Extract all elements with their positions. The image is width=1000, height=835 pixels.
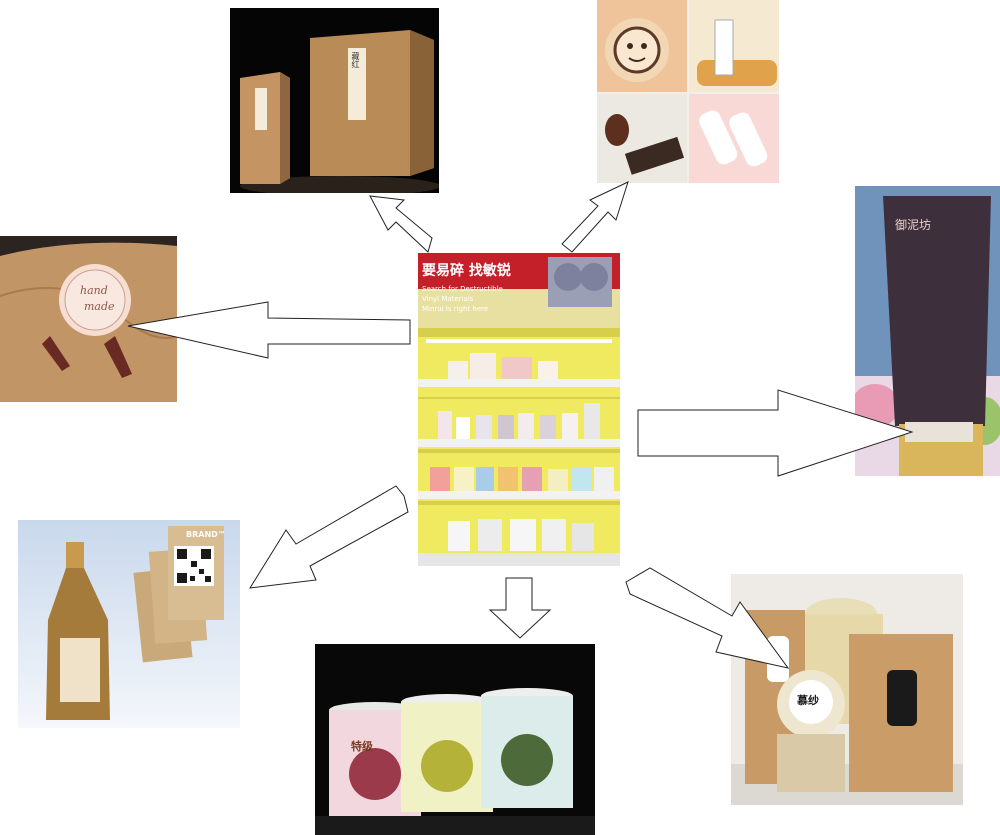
- photo-tea-jars: 特级: [315, 644, 595, 835]
- envelope-illustration: [0, 236, 177, 402]
- sticker-text-line-1: hand: [80, 284, 108, 297]
- jar-label: 特级: [351, 740, 373, 753]
- box-label: 藏红: [351, 52, 360, 68]
- jars-illustration: [315, 644, 595, 835]
- arrow-down-left: [249, 485, 409, 589]
- kraft-boxes-illustration: [240, 30, 439, 193]
- banner-english-line-1: Search for Destructible: [422, 285, 503, 293]
- tube-brand: 御泥坊: [895, 218, 932, 232]
- photo-cosmetic-tube: 御泥坊: [855, 186, 1000, 476]
- photo-sticker-collage: [597, 0, 779, 183]
- arrow-down: [488, 577, 552, 639]
- arrow-up-left: [369, 195, 433, 253]
- banner-english-line-3: Minrui is right here: [422, 305, 489, 313]
- photo-handmade-envelope: hand made: [0, 236, 177, 402]
- box-label: 慕纱: [797, 694, 819, 707]
- arrow-up-right: [561, 181, 629, 253]
- shelf-illustration: [418, 253, 620, 566]
- banner-english-line-2: Vinyl Materials: [422, 295, 474, 303]
- photo-display-shelf: 要易碎 找敏锐 Search for Destructible Vinyl Ma…: [418, 253, 620, 566]
- photo-bottle-qr-labels: BRAND™: [18, 520, 240, 728]
- gift-boxes-illustration: [731, 574, 963, 805]
- collage-illustration: [597, 0, 779, 183]
- brand-label: BRAND™: [186, 530, 226, 539]
- photo-kraft-gift-boxes: 慕纱: [731, 574, 963, 805]
- photo-kraft-boxes: 藏红: [230, 8, 439, 193]
- sticker-text-line-2: made: [84, 300, 115, 313]
- bottle-illustration: [18, 520, 240, 728]
- banner-slogan: 要易碎 找敏锐: [422, 263, 511, 279]
